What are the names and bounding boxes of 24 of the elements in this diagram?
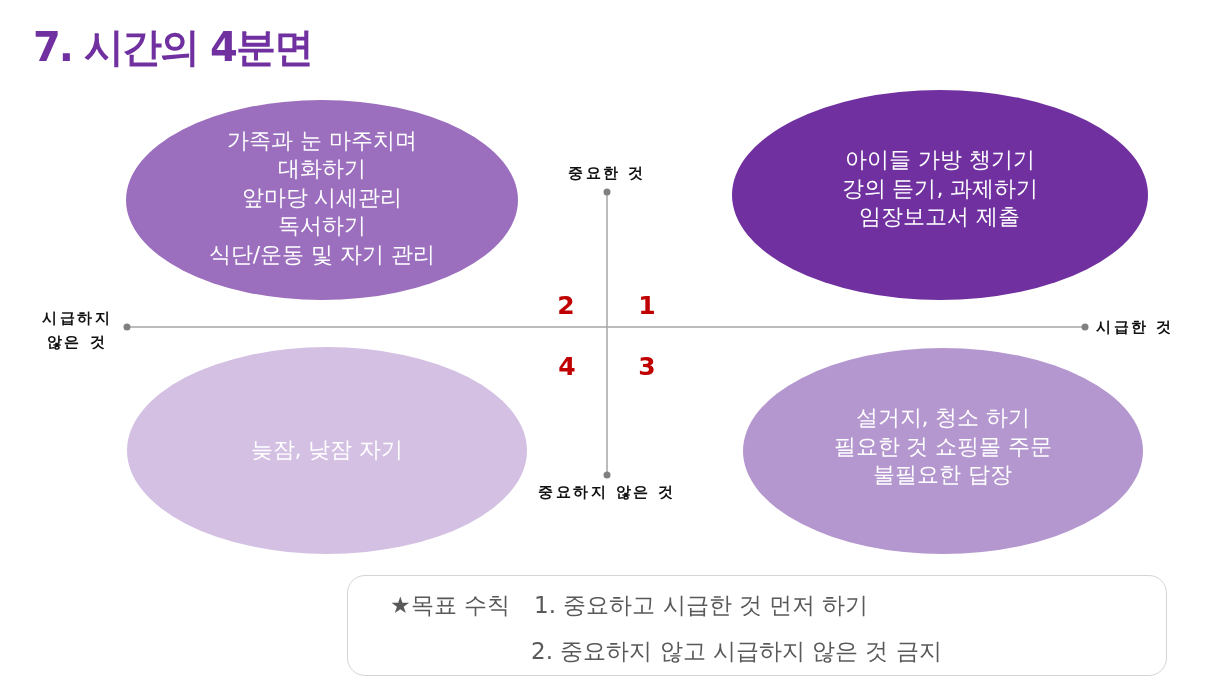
ellipse-text: 불필요한 답장 (873, 461, 1013, 490)
quadrant-number: 3 (638, 353, 656, 381)
axis-label: 시급하지 않은 것 (41, 308, 113, 353)
axis-label: 시급한 것 (1096, 317, 1174, 338)
ellipse-text: 가족과 눈 마주치며 대화하기 (226, 126, 418, 184)
ellipse-text: 강의 듣기, 과제하기 (841, 174, 1039, 203)
ellipse-text: 필요한 것 쇼핑몰 주문 (833, 432, 1053, 461)
goal-rule: 1. 중요하고 시급한 것 먼저 하기 (534, 591, 869, 619)
quadrant-number: 4 (558, 353, 576, 381)
ellipse-text: 식단/운동 및 자기 관리 (208, 240, 436, 269)
goal-panel (347, 575, 1167, 676)
ellipse-text: 독서하기 (278, 212, 366, 241)
goal-heading: ★목표 수칙 (390, 591, 510, 619)
goal-rule: 2. 중요하지 않고 시급하지 않은 것 금지 (531, 637, 942, 665)
ellipse-text: 설거지, 청소 하기 (855, 404, 1031, 433)
axis-label: 중요한 것 (568, 163, 646, 184)
title: 7. 시간의 4분면 (33, 23, 312, 72)
axis-label: 중요하지 않은 것 (538, 482, 676, 503)
quadrant-number: 2 (557, 292, 575, 320)
ellipse-text: 임장보고서 제출 (859, 203, 1021, 232)
ellipse-text: 아이들 가방 챙기기 (845, 146, 1035, 175)
ellipse-text: 늦잠, 낮잠 자기 (250, 436, 404, 465)
ellipse-text: 앞마당 시세관리 (241, 183, 403, 212)
quadrant-number: 1 (638, 292, 656, 320)
